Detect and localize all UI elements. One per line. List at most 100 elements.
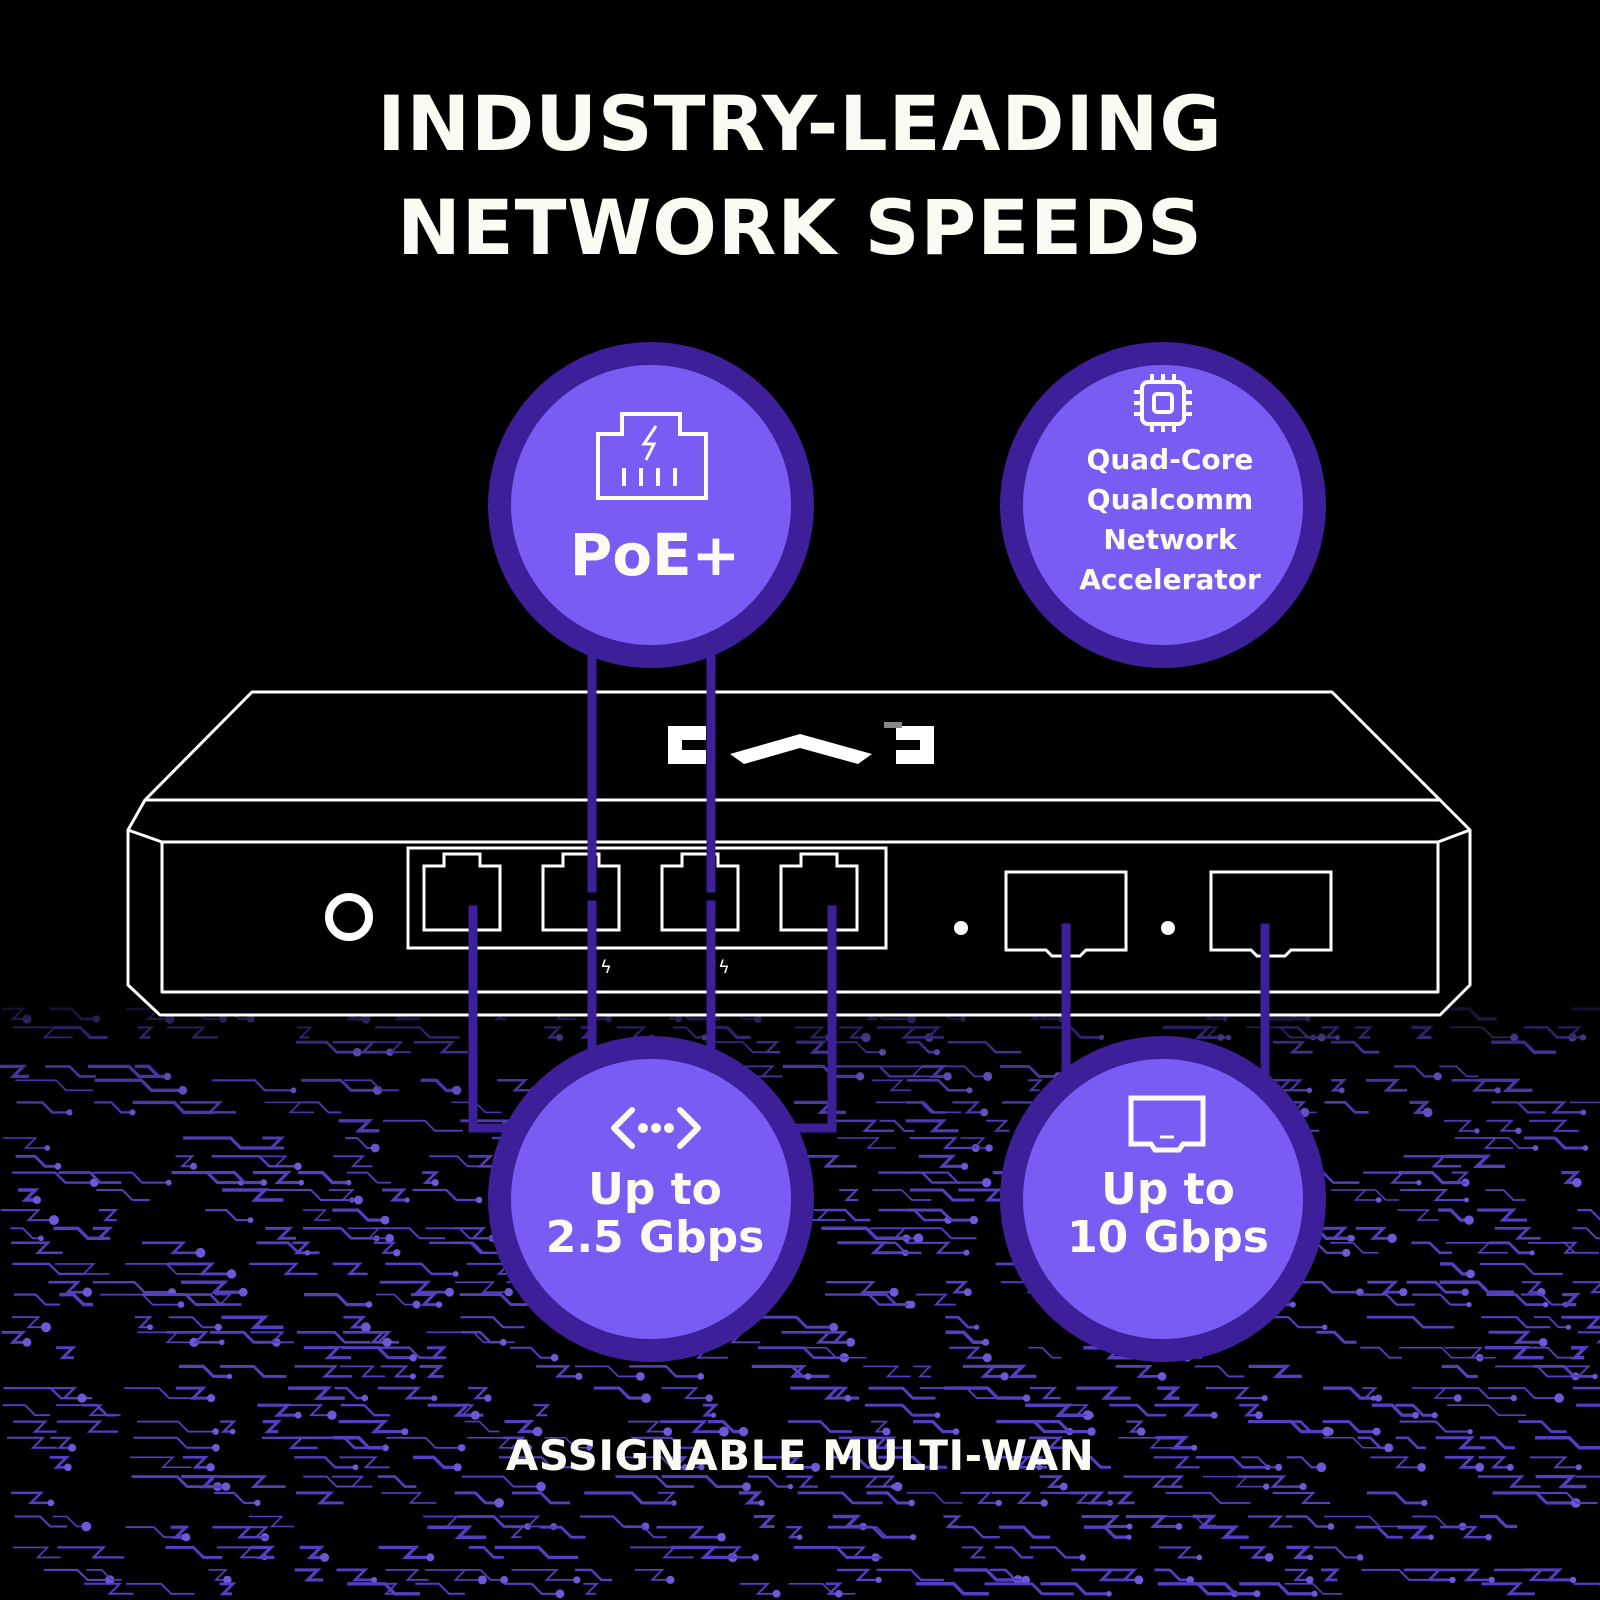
- circuit-trace: [1535, 1474, 1587, 1489]
- circuit-pad: [981, 1177, 992, 1188]
- circuit-trace: [707, 1420, 744, 1434]
- circuit-trace: [832, 1514, 864, 1529]
- circuit-trace: [142, 1293, 226, 1307]
- circuit-trace: [1192, 1582, 1257, 1596]
- circuit-trace: [575, 1365, 641, 1378]
- circuit-pad: [22, 1337, 32, 1347]
- circuit-pad: [1253, 1590, 1261, 1598]
- circuit-trace: [1355, 1189, 1400, 1201]
- circuit-pad: [1348, 1235, 1355, 1242]
- circuit-trace: [1445, 1241, 1508, 1254]
- circuit-pad: [404, 1197, 410, 1203]
- poe-bolt-mark: ϟ: [600, 957, 612, 978]
- circuit-trace: [788, 1582, 856, 1595]
- circuit-pad: [165, 1179, 172, 1186]
- circuit-trace: [212, 1525, 265, 1539]
- circuit-trace: [1025, 1419, 1092, 1434]
- circuit-trace: [583, 1582, 600, 1595]
- circuit-pad: [1449, 1576, 1456, 1584]
- circuit-trace: [1126, 1420, 1144, 1433]
- circuit-trace: [137, 1331, 195, 1344]
- circuit-trace: [1399, 1420, 1471, 1433]
- cpu-label-line: Quad-Core: [1086, 443, 1254, 476]
- circuit-pad: [711, 1412, 717, 1418]
- circuit-trace: [1083, 1525, 1130, 1539]
- circuit-trace: [509, 1526, 525, 1539]
- circuit-trace: [1486, 1293, 1546, 1306]
- circuit-pad: [426, 1553, 435, 1562]
- circuit-pad: [573, 1576, 581, 1584]
- circuit-pad: [532, 1426, 543, 1437]
- circuit-pad: [195, 1247, 206, 1258]
- circuit-trace: [1520, 1293, 1566, 1306]
- circuit-trace: [328, 1189, 359, 1201]
- circuit-pad: [223, 1575, 232, 1585]
- circuit-pad: [41, 1322, 51, 1333]
- processor-chip-icon: [1134, 374, 1192, 432]
- circuit-pad: [38, 1235, 44, 1242]
- circuit-pad: [1086, 1411, 1094, 1419]
- circuit-trace: [786, 1475, 818, 1488]
- circuit-trace: [11, 1316, 46, 1329]
- circuit-trace: [1360, 1346, 1403, 1359]
- circuit-trace: [1153, 1456, 1200, 1469]
- circuit-trace: [825, 1293, 909, 1306]
- circuit-trace: [424, 1569, 483, 1581]
- circuit-trace: [264, 1189, 352, 1201]
- circuit-trace: [1563, 1365, 1595, 1378]
- circuit-trace: [960, 1491, 999, 1504]
- circuit-pad: [835, 1590, 843, 1598]
- circuit-trace: [1488, 1330, 1544, 1344]
- circuit-pad: [738, 1426, 749, 1437]
- circuit-pad: [882, 1427, 891, 1436]
- circuit-trace: [1203, 1475, 1267, 1488]
- circuit-trace: [1241, 1456, 1279, 1469]
- circuit-trace: [511, 1569, 577, 1581]
- circuit-pad: [1485, 1534, 1492, 1541]
- circuit-pad: [304, 1250, 310, 1256]
- circuit-trace: [1076, 1386, 1131, 1400]
- circuit-trace: [56, 1346, 77, 1360]
- circuit-trace: [994, 1546, 1034, 1559]
- circuit-trace: [1488, 1241, 1533, 1255]
- circuit-trace: [256, 1241, 320, 1255]
- circuit-trace: [98, 1208, 119, 1222]
- circuit-trace: [864, 1403, 938, 1417]
- circuit-trace: [422, 1171, 440, 1184]
- circuit-trace: [338, 1420, 405, 1434]
- circuit-trace: [1398, 1171, 1466, 1185]
- circuit-pad: [1572, 1177, 1582, 1188]
- circuit-pad: [586, 1444, 593, 1451]
- circuit-trace: [1370, 1456, 1422, 1469]
- circuit-trace: [1572, 1386, 1600, 1390]
- circuit-trace: [126, 1582, 195, 1595]
- circuit-trace: [57, 1546, 125, 1559]
- circuit-trace: [461, 1475, 541, 1488]
- circuit-trace: [382, 1188, 408, 1202]
- circuit-pad: [1263, 1483, 1270, 1490]
- circuit-trace: [1570, 1345, 1590, 1360]
- circuit-trace: [989, 1568, 1026, 1582]
- circuit-pad: [409, 1373, 416, 1380]
- circuit-trace: [86, 1569, 122, 1581]
- circuit-pad: [1210, 1411, 1218, 1419]
- circuit-trace: [1286, 1545, 1311, 1559]
- circuit-trace: [419, 1364, 444, 1378]
- poe-badge: [511, 365, 791, 645]
- circuit-trace: [878, 1208, 949, 1222]
- circuit-trace: [371, 1227, 445, 1240]
- circuit-pad: [365, 1301, 373, 1308]
- circuit-trace: [1371, 1403, 1416, 1417]
- circuit-trace: [1492, 1491, 1576, 1505]
- circuit-trace: [294, 1456, 356, 1469]
- circuit-trace: [1440, 1526, 1489, 1539]
- circuit-trace: [1330, 1189, 1379, 1201]
- circuit-trace: [460, 1316, 525, 1329]
- circuit-trace: [1323, 1515, 1411, 1528]
- circuit-pad: [844, 1394, 852, 1402]
- circuit-pad: [206, 1463, 215, 1472]
- circuit-trace: [219, 1582, 237, 1596]
- circuit-trace: [2, 1404, 51, 1417]
- circuit-pad: [1255, 1411, 1263, 1420]
- circuit-trace: [1562, 1241, 1578, 1254]
